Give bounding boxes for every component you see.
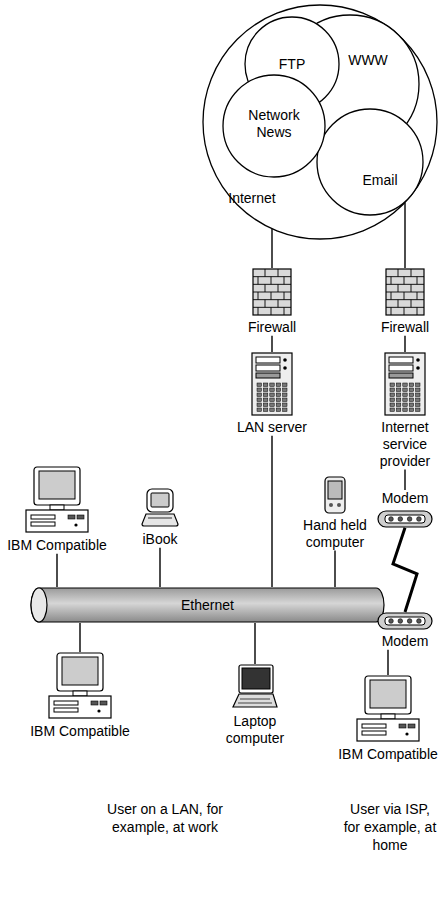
node-label: IBM Compatible bbox=[26, 723, 134, 740]
modem-icon bbox=[377, 612, 433, 630]
internet-cloud: Internet FTP WWW Network NewsEmail bbox=[202, 4, 438, 240]
node-label: WWW bbox=[348, 52, 388, 69]
laptop-icon bbox=[231, 664, 279, 710]
node-label: Email bbox=[362, 172, 397, 189]
firewall-node: Firewall bbox=[370, 268, 440, 336]
node-label: Modem bbox=[370, 633, 440, 650]
computer-node: IBM Compatible bbox=[3, 466, 111, 554]
server-icon bbox=[383, 352, 427, 416]
network-link bbox=[159, 548, 160, 587]
node-label: iBook bbox=[130, 531, 190, 548]
server-node: Internet service provider bbox=[370, 352, 440, 469]
caption-text: User on a LAN, for example, at work bbox=[95, 800, 235, 836]
circle-outline bbox=[316, 108, 424, 216]
desktop-icon bbox=[355, 675, 421, 743]
service-circle: Email bbox=[316, 108, 424, 216]
handheld-icon bbox=[323, 476, 347, 514]
server-node: LAN server bbox=[227, 352, 317, 436]
desktop-icon bbox=[47, 652, 113, 720]
node-label: FTP bbox=[279, 56, 305, 73]
ethernet-bus: Ethernet bbox=[30, 587, 385, 623]
node-label: Internet bbox=[228, 190, 275, 207]
node-label: Firewall bbox=[235, 319, 309, 336]
firewall-node: Firewall bbox=[235, 268, 309, 336]
modem-icon bbox=[377, 510, 433, 528]
firewall-icon bbox=[385, 268, 425, 316]
node-label: IBM Compatible bbox=[336, 746, 440, 763]
server-icon bbox=[250, 352, 294, 416]
caption-text: User via ISP, for example, at home bbox=[342, 800, 438, 855]
node-label: Network News bbox=[238, 107, 310, 141]
node-label: Modem bbox=[370, 490, 440, 507]
network-link bbox=[271, 436, 272, 587]
firewall-icon bbox=[252, 268, 292, 316]
network-link bbox=[56, 554, 57, 587]
service-circle: Network News bbox=[222, 74, 326, 178]
computer-node: Laptop computer bbox=[218, 664, 292, 747]
network-link bbox=[334, 551, 335, 587]
network-link bbox=[404, 469, 405, 490]
modem-node: Modem bbox=[370, 490, 440, 528]
modem-node: Modem bbox=[370, 612, 440, 650]
node-label: Laptop computer bbox=[218, 713, 292, 747]
computer-node: iBook bbox=[130, 488, 190, 548]
computer-node: Hand held computer bbox=[295, 476, 375, 551]
network-link bbox=[254, 623, 255, 664]
computer-node: IBM Compatible bbox=[336, 675, 440, 763]
node-label: Hand held computer bbox=[295, 517, 375, 551]
node-label: IBM Compatible bbox=[3, 537, 111, 554]
network-link bbox=[271, 336, 272, 352]
computer-node: IBM Compatible bbox=[26, 652, 134, 740]
network-link bbox=[79, 623, 80, 652]
network-link bbox=[404, 336, 405, 352]
node-label: Internet service provider bbox=[370, 419, 440, 469]
desktop-icon bbox=[24, 466, 90, 534]
ibook-icon bbox=[140, 488, 180, 528]
dialup-link bbox=[393, 528, 417, 612]
node-label: LAN server bbox=[227, 419, 317, 436]
node-label: Ethernet bbox=[181, 597, 234, 614]
network-link bbox=[387, 650, 388, 675]
network-link bbox=[404, 202, 405, 268]
node-label: Firewall bbox=[370, 319, 440, 336]
network-link bbox=[271, 229, 272, 268]
